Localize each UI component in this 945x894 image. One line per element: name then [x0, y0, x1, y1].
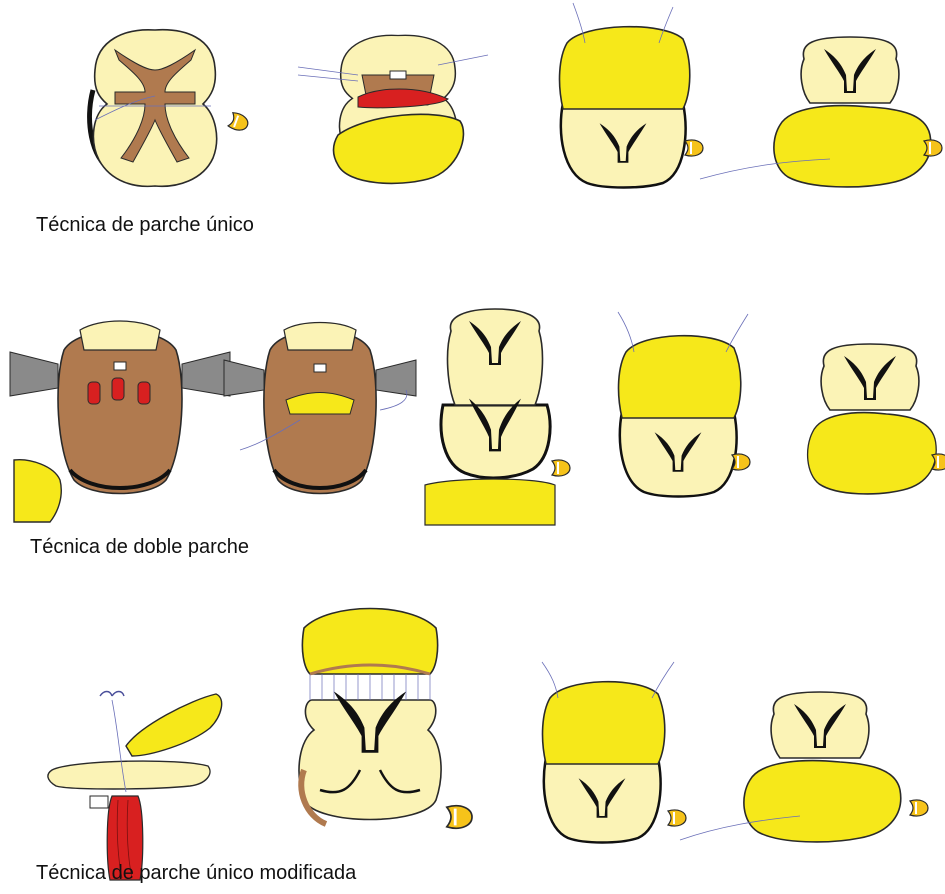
row3-panel4 — [680, 692, 901, 842]
row1-cone1 — [228, 112, 250, 133]
caption-row-1: Técnica de parche único — [36, 214, 254, 237]
row1-panel2 — [298, 35, 488, 183]
row2-panel4 — [618, 312, 748, 497]
row3-panel2 — [299, 609, 441, 825]
row2-panel5 — [808, 344, 937, 494]
row2-panel3 — [425, 309, 555, 525]
row3-cone3 — [668, 810, 686, 826]
row-1-panels — [90, 3, 942, 188]
caption-row-2: Técnica de doble parche — [30, 536, 249, 559]
caption-row-3: Técnica de parche único modificada — [36, 862, 356, 885]
row3-panel1 — [48, 692, 222, 881]
row2-cone4 — [732, 454, 750, 470]
row-3-panels — [48, 609, 928, 881]
row1-panel4 — [700, 37, 931, 187]
row-2-panels — [10, 309, 945, 525]
row1-cone3 — [685, 140, 703, 156]
row2-cone3 — [552, 460, 570, 476]
row1-panel1 — [90, 30, 217, 187]
row3-cone2 — [447, 806, 472, 828]
row3-cone4 — [910, 800, 928, 816]
row3-panel3 — [542, 662, 674, 843]
row1-cone4 — [924, 140, 942, 156]
row2-panel2 — [224, 323, 416, 494]
row2-left-yellow-fragment — [14, 460, 61, 522]
row1-panel3 — [560, 3, 690, 188]
